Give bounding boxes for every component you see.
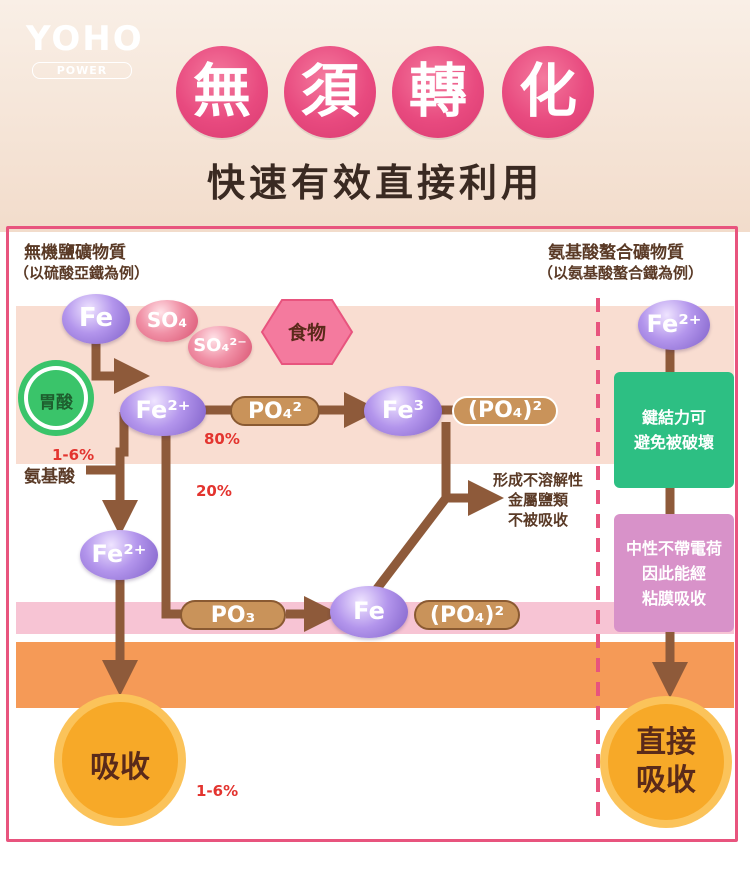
pct-left: 1-6% xyxy=(52,446,95,464)
fe-molecule: Fe xyxy=(62,294,130,344)
brand-logo: YOHO xyxy=(26,22,144,56)
bond-line-2: 避免被破壞 xyxy=(633,433,714,452)
neutral-line-2: 因此能經 xyxy=(641,563,706,583)
pct-bottom: 1-6% xyxy=(196,782,239,800)
header-banner xyxy=(0,0,750,232)
page-subtitle: 快速有效直接利用 xyxy=(206,161,543,205)
title-char-3: 轉 xyxy=(392,46,484,138)
insoluble-note: 形成不溶解性 金屬鹽類 不被吸收 xyxy=(484,470,592,530)
food-label: 食物 xyxy=(287,322,326,344)
po4-pill: PO₄² xyxy=(230,396,320,426)
page-title: 無 須 轉 化 xyxy=(176,46,596,138)
fe2-chelate-molecule: Fe²⁺ xyxy=(638,300,710,350)
title-char-2: 須 xyxy=(284,46,376,138)
neutral-charge-box: 中性不帶電荷 因此能經 粘膜吸收 xyxy=(614,514,734,632)
absorb-label-right: 直接 吸收 xyxy=(616,724,716,800)
so4-molecule-b: SO₄²⁻ xyxy=(188,326,252,368)
amino-acid-label: 氨基酸 xyxy=(24,467,75,487)
brand-name: YOHO xyxy=(26,19,144,59)
fe3-molecule: Fe³ xyxy=(364,386,442,436)
po3-pill: PO₃ xyxy=(180,600,286,630)
insoluble-line-1: 形成不溶解性 xyxy=(492,471,583,489)
absorb-right-line-2: 吸收 xyxy=(636,763,696,798)
insoluble-line-2: 金屬鹽類 xyxy=(507,491,568,509)
diagram-frame xyxy=(6,226,738,842)
po4-pair-pill: (PO₄)² xyxy=(452,396,558,426)
absorb-label-left: 吸收 xyxy=(90,750,150,785)
so4-molecule-a: SO₄ xyxy=(136,300,198,342)
po4-pair-bottom-pill: (PO₄)² xyxy=(414,600,520,630)
fe-bottom-molecule: Fe xyxy=(330,586,408,638)
neutral-line-3: 粘膜吸收 xyxy=(641,588,706,608)
insoluble-line-3: 不被吸收 xyxy=(507,511,568,529)
brand-sub: POWER xyxy=(32,62,132,79)
right-subheading: （以氨基酸螯合鐵為例） xyxy=(538,264,704,282)
pct-80: 80% xyxy=(204,430,240,448)
absorb-right-line-1: 直接 xyxy=(636,725,696,760)
bond-strength-box: 鍵結力可 避免被破壞 xyxy=(614,372,734,488)
bond-line-1: 鍵結力可 xyxy=(641,408,706,427)
pct-20: 20% xyxy=(196,482,232,500)
title-char-1: 無 xyxy=(176,46,268,138)
right-heading: 氨基酸螯合礦物質 xyxy=(548,243,684,263)
fe2-molecule: Fe²⁺ xyxy=(120,386,206,436)
title-char-4: 化 xyxy=(502,46,594,138)
left-subheading: （以硫酸亞鐵為例） xyxy=(14,264,150,282)
stomach-acid-label: 胃酸 xyxy=(39,393,73,413)
left-heading: 無機鹽礦物質 xyxy=(24,243,126,263)
arrow-lines xyxy=(86,332,688,698)
fe2-lower-molecule: Fe²⁺ xyxy=(80,530,158,580)
neutral-line-1: 中性不帶電荷 xyxy=(625,538,722,558)
